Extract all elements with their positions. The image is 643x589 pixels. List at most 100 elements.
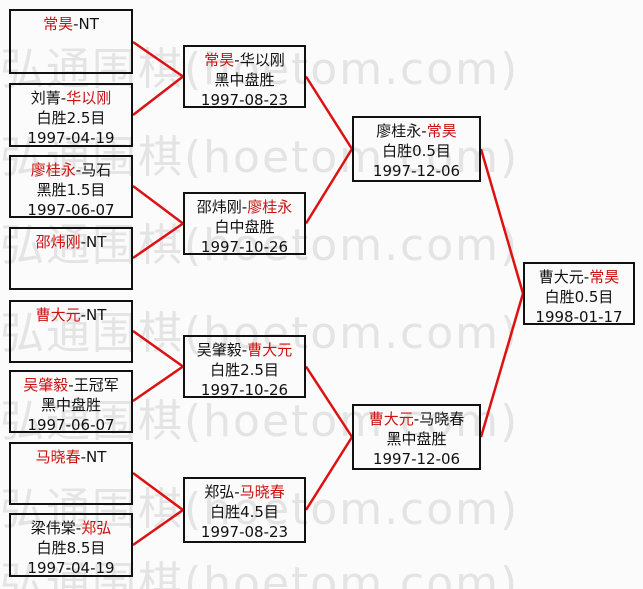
player2-name: 王冠军	[73, 376, 119, 394]
player1-name: 梁伟棠	[30, 519, 76, 537]
player1-name: 马晓春	[35, 448, 81, 466]
match-box: 邵炜刚-NT	[9, 227, 133, 290]
player1-name: 刘菁	[30, 89, 61, 107]
vs-dash: -	[80, 233, 87, 251]
player2-name: 常昊	[426, 122, 457, 140]
match-box: 马晓春-NT	[9, 442, 133, 505]
player2-name: 廖桂永	[247, 198, 293, 216]
vs-dash: -	[421, 122, 427, 140]
watermark-text: 弘通围棋(hoetom.com)	[0, 44, 520, 95]
player2-name: 马晓春	[419, 410, 465, 428]
matchup: 刘菁-华以刚	[11, 88, 131, 108]
match-date: 1998-01-17	[535, 308, 623, 326]
vs-dash: -	[241, 341, 248, 359]
match-date: 1997-10-26	[200, 381, 289, 399]
player2-name: NT	[86, 448, 107, 466]
watermark-text: 弘通围棋(hoetom.com)	[0, 132, 520, 183]
player1-name: 吴肇毅	[23, 376, 69, 394]
watermark-text: 弘通围棋(hoetom.com)	[0, 308, 520, 359]
vs-dash: -	[75, 161, 82, 179]
vs-dash: -	[68, 376, 74, 394]
match-result: 白胜0.5目	[382, 142, 451, 160]
player2-name: NT	[78, 15, 99, 33]
vs-dash: -	[234, 483, 240, 501]
match-result: 白胜4.5目	[210, 503, 279, 521]
match-box: 吴肇毅-曹大元 白胜2.5目 1997-10-26	[183, 335, 306, 399]
vs-dash: -	[80, 448, 87, 466]
matchup: 曹大元-常昊	[525, 267, 633, 287]
match-box: 常昊-华以刚 黑中盘胜 1997-08-23	[183, 45, 306, 109]
vs-dash: -	[413, 410, 420, 428]
player2-name: 郑弘	[81, 519, 112, 537]
vs-dash: -	[583, 268, 590, 286]
matchup: 郑弘-马晓春	[185, 482, 304, 502]
match-result: 白胜2.5目	[36, 109, 106, 127]
watermark-text: 弘通围棋(hoetom.com)	[0, 220, 520, 271]
match-date: 1997-12-06	[372, 450, 461, 468]
match-result: 黑中盘胜	[40, 396, 101, 414]
matchup: 廖桂永-马石	[11, 160, 131, 180]
watermark-text: 弘通围棋(hoetom.com)	[0, 558, 520, 589]
matchup: 常昊-华以刚	[185, 50, 304, 70]
player2-name: NT	[86, 233, 107, 251]
match-date: 1997-06-07	[27, 416, 115, 434]
match-box: 邵炜刚-廖桂永 白中盘胜 1997-10-26	[183, 192, 306, 256]
match-date: 1997-12-06	[372, 162, 461, 180]
vs-dash: -	[241, 198, 248, 216]
player1-name: 郑弘	[204, 483, 235, 501]
match-box: 梁伟棠-郑弘 白胜8.5目 1997-04-19	[9, 513, 133, 577]
player1-name: 曹大元	[35, 306, 81, 324]
matchup: 梁伟棠-郑弘	[11, 518, 131, 538]
watermark-text: 弘通围棋(hoetom.com)	[0, 484, 520, 535]
player1-name: 曹大元	[368, 410, 414, 428]
matchup: 曹大元-NT	[11, 305, 131, 325]
match-date: 1997-08-23	[200, 91, 289, 109]
match-result: 白胜2.5目	[210, 361, 279, 379]
matchup: 廖桂永-常昊	[354, 121, 479, 141]
player1-name: 曹大元	[538, 268, 584, 286]
player1-name: 常昊	[43, 15, 74, 33]
matchup: 常昊-NT	[11, 14, 131, 34]
matchup: 邵炜刚-NT	[11, 232, 131, 252]
match-box: 廖桂永-马石 黑胜1.5目 1997-06-07	[9, 155, 133, 219]
player1-name: 邵炜刚	[35, 233, 81, 251]
match-date: 1997-04-19	[27, 129, 115, 147]
match-date: 1997-08-23	[200, 523, 289, 541]
match-box: 吴肇毅-王冠军 黑中盘胜 1997-06-07	[9, 370, 133, 434]
vs-dash: -	[80, 306, 87, 324]
player2-name: NT	[86, 306, 107, 324]
matchup: 曹大元-马晓春	[354, 409, 479, 429]
matchup: 马晓春-NT	[11, 447, 131, 467]
match-box: 曹大元-常昊 白胜0.5目 1998-01-17	[523, 262, 635, 326]
match-result: 黑中盘胜	[214, 71, 275, 89]
match-result: 白胜0.5目	[544, 288, 614, 306]
player1-name: 吴肇毅	[196, 341, 242, 359]
match-result: 黑中盘胜	[386, 430, 447, 448]
player2-name: 马石	[81, 161, 112, 179]
matchup: 吴肇毅-曹大元	[185, 340, 304, 360]
player1-name: 邵炜刚	[196, 198, 242, 216]
match-result: 白胜8.5目	[36, 539, 106, 557]
matchup: 邵炜刚-廖桂永	[185, 197, 304, 217]
match-box: 常昊-NT	[9, 9, 133, 74]
vs-dash: -	[234, 51, 240, 69]
player2-name: 马晓春	[239, 483, 285, 501]
player2-name: 华以刚	[66, 89, 112, 107]
match-result: 黑胜1.5目	[36, 181, 106, 199]
match-date: 1997-10-26	[200, 238, 289, 256]
vs-dash: -	[75, 519, 82, 537]
matchup: 吴肇毅-王冠军	[11, 375, 131, 395]
match-date: 1997-06-07	[27, 201, 115, 219]
player1-name: 廖桂永	[30, 161, 76, 179]
vs-dash: -	[73, 15, 79, 33]
match-date: 1997-04-19	[27, 559, 115, 577]
match-box: 廖桂永-常昊 白胜0.5目 1997-12-06	[352, 116, 481, 182]
player2-name: 常昊	[589, 268, 620, 286]
player1-name: 常昊	[204, 51, 235, 69]
player1-name: 廖桂永	[376, 122, 422, 140]
match-box: 曹大元-马晓春 黑中盘胜 1997-12-06	[352, 404, 481, 470]
player2-name: 曹大元	[247, 341, 293, 359]
match-box: 刘菁-华以刚 白胜2.5目 1997-04-19	[9, 83, 133, 147]
